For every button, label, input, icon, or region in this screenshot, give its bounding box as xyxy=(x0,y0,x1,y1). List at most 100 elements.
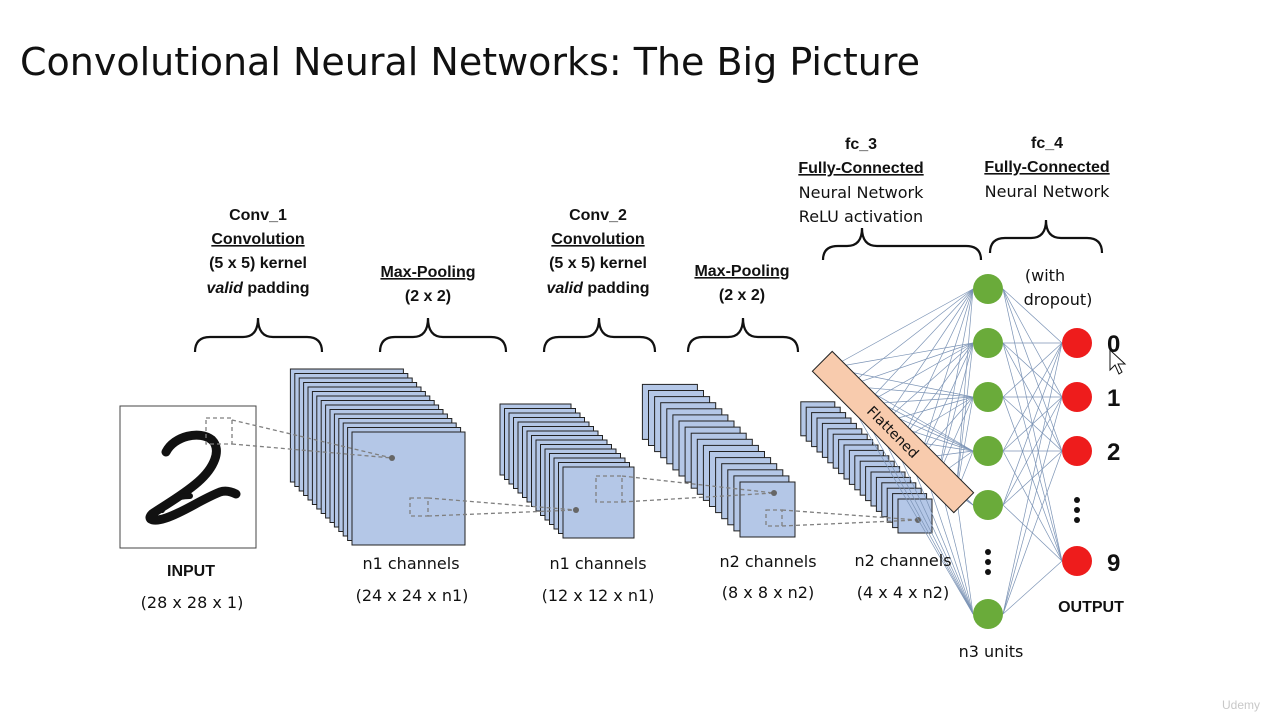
digit-two-drawing xyxy=(145,430,241,525)
connection-line xyxy=(865,288,974,405)
hidden-layer-nodes xyxy=(973,274,1003,629)
hidden-node xyxy=(973,382,1003,412)
conv1-kernel: (5 x 5) kernel xyxy=(209,255,307,272)
output-ellipsis xyxy=(1074,497,1080,523)
fc3-name: fc_3 xyxy=(845,136,877,153)
input-label: INPUT xyxy=(167,563,215,580)
output-node xyxy=(1062,382,1092,412)
brace-conv2 xyxy=(542,317,657,353)
connection-line xyxy=(1002,342,1063,562)
slide-title: Convolutional Neural Networks: The Big P… xyxy=(20,40,920,84)
fc4-type: Fully-Connected xyxy=(984,159,1109,176)
connection-line xyxy=(919,342,974,459)
connection-line xyxy=(847,342,974,387)
connection-line xyxy=(1002,342,1063,452)
connection-line xyxy=(1002,396,1063,506)
pool1-type: Max-Pooling xyxy=(380,264,475,281)
connection-line xyxy=(883,288,974,423)
connection-line xyxy=(1002,560,1063,615)
connection-line xyxy=(901,288,974,441)
brace-fc3 xyxy=(821,227,983,261)
connection-line xyxy=(1002,342,1063,506)
connection-line xyxy=(937,342,974,477)
output-layer-nodes xyxy=(1062,328,1092,576)
brace-pool1 xyxy=(378,317,508,353)
connection-line xyxy=(955,288,974,495)
conv2-type: Convolution xyxy=(551,231,644,248)
connection-line xyxy=(1002,396,1063,615)
connection-line xyxy=(919,288,974,459)
receptive-field-projections xyxy=(231,419,921,527)
input-shape: (28 x 28 x 1) xyxy=(141,593,244,612)
hidden-units-label: n3 units xyxy=(959,642,1024,661)
feature-map-stack-conv2 xyxy=(641,383,796,538)
dropout-note-line1: (with xyxy=(1025,266,1065,285)
fc3-type: Fully-Connected xyxy=(798,160,923,177)
fc4-line1: Neural Network xyxy=(985,182,1110,201)
pool1-label: Max-Pooling (2 x 2) xyxy=(380,264,475,305)
bottom-labels: INPUT (28 x 28 x 1) n1 channels (24 x 24… xyxy=(141,551,1124,661)
hidden-ellipsis xyxy=(985,549,991,575)
connection-line xyxy=(955,493,974,615)
hidden-node xyxy=(973,328,1003,358)
conv2-padding-rest: padding xyxy=(583,280,650,297)
connection-line xyxy=(955,342,974,495)
fc4-label: fc_4 Fully-Connected Neural Network xyxy=(984,135,1110,201)
hidden-node xyxy=(973,490,1003,520)
conv1-padding: valid padding xyxy=(206,280,309,297)
pool2-type: Max-Pooling xyxy=(694,263,789,280)
output-node xyxy=(1062,328,1092,358)
fc3-line2: ReLU activation xyxy=(799,207,923,226)
connection-line xyxy=(1002,288,1063,344)
brace-pool2 xyxy=(686,317,800,353)
connection-line xyxy=(883,342,974,423)
fc4-name: fc_4 xyxy=(1031,135,1063,152)
connection-line xyxy=(1002,450,1063,615)
pool2-label: Max-Pooling (2 x 2) xyxy=(694,263,789,304)
map2-shape: (12 x 12 x n1) xyxy=(542,586,655,605)
fc3-line1: Neural Network xyxy=(799,183,924,202)
connection-line xyxy=(937,288,974,477)
output-label: OUTPUT xyxy=(1058,599,1124,616)
conv2-padding: valid padding xyxy=(546,280,649,297)
brace-conv1 xyxy=(193,317,324,353)
feature-map-stack-pool1 xyxy=(499,403,635,539)
map1-channels: n1 channels xyxy=(362,554,459,573)
conv2-kernel: (5 x 5) kernel xyxy=(549,255,647,272)
map3-shape: (8 x 8 x n2) xyxy=(722,583,814,602)
conv1-padding-word: valid xyxy=(206,280,244,297)
mouse-cursor-icon xyxy=(1109,348,1127,375)
output-class-label: 9 xyxy=(1107,550,1120,577)
connection-line xyxy=(847,288,974,387)
map4-channels: n2 channels xyxy=(854,551,951,570)
connection-line xyxy=(829,342,974,369)
conv2-label: Conv_2 Convolution (5 x 5) kernel valid … xyxy=(546,207,649,297)
pool1-size: (2 x 2) xyxy=(405,288,451,305)
pool2-size: (2 x 2) xyxy=(719,287,765,304)
fc3-label: fc_3 Fully-Connected Neural Network ReLU… xyxy=(798,136,924,226)
feature-map-layer xyxy=(897,498,933,534)
feature-map-layer xyxy=(351,431,466,546)
hidden-node xyxy=(973,599,1003,629)
conv1-name: Conv_1 xyxy=(229,207,287,224)
hidden-node xyxy=(973,436,1003,466)
conv1-padding-rest: padding xyxy=(243,280,310,297)
conv1-label: Conv_1 Convolution (5 x 5) kernel valid … xyxy=(206,207,309,297)
map3-channels: n2 channels xyxy=(719,552,816,571)
hidden-to-output-connections xyxy=(1002,288,1063,615)
conv2-name: Conv_2 xyxy=(569,207,627,224)
braces xyxy=(193,219,1104,353)
connection-line xyxy=(1002,342,1063,398)
output-class-label: 2 xyxy=(1107,439,1120,466)
brace-fc4 xyxy=(988,219,1104,254)
conv2-padding-word: valid xyxy=(546,280,584,297)
map1-shape: (24 x 24 x n1) xyxy=(356,586,469,605)
map4-shape: (4 x 4 x n2) xyxy=(857,583,949,602)
fc4-dropout-note: (with dropout) xyxy=(1024,266,1093,309)
input-image xyxy=(119,405,257,549)
output-node xyxy=(1062,436,1092,466)
conv1-type: Convolution xyxy=(211,231,304,248)
feature-map-stack-conv1 xyxy=(289,368,466,546)
hidden-node xyxy=(973,274,1003,304)
